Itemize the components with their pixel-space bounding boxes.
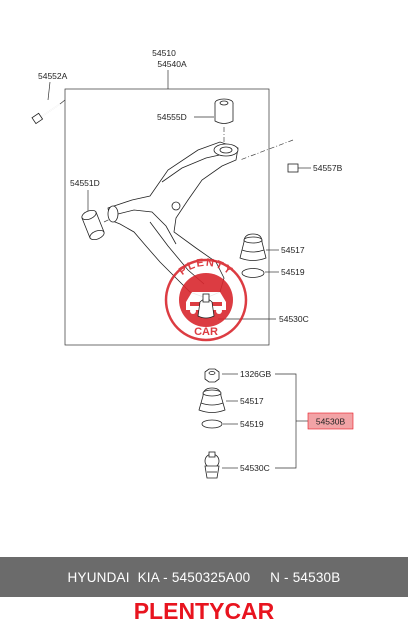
left-bushing-icon: [81, 209, 105, 241]
bolt-left-icon: [31, 103, 61, 125]
svg-text:CAR: CAR: [194, 326, 218, 338]
label-1326gb: 1326GB: [240, 369, 272, 379]
nut-icon: [204, 368, 220, 383]
footer-bar: HYUNDAI KIA - 5450325A00 N - 54530B: [0, 557, 408, 597]
label-54530c-lower: 54530C: [240, 463, 270, 473]
dust-boot-lower-icon: [198, 387, 226, 413]
ring-upper-icon: [241, 268, 265, 278]
part-number-caption: HYUNDAI KIA - 5450325A00 N - 54530B: [67, 569, 341, 585]
brand-name: PLENTYCAR: [133, 598, 275, 624]
ring-lower-icon: [201, 419, 223, 429]
label-54517-upper: 54517: [281, 245, 305, 255]
label-54519-upper: 54519: [281, 267, 305, 277]
label-54530c-upper: 54530C: [279, 314, 309, 324]
ball-joint-upper-icon: [197, 293, 215, 319]
dust-boot-upper-icon: [239, 233, 267, 261]
label-54551d: 54551D: [70, 178, 100, 188]
kit-highlight-box: [307, 412, 354, 430]
control-arm-icon: [107, 141, 239, 299]
label-54540a: 54540A: [157, 59, 187, 69]
label-54557b: 54557B: [313, 163, 343, 173]
assembly-box: [64, 88, 270, 346]
label-54510: 54510: [152, 48, 176, 58]
label-54517-lower: 54517: [240, 396, 264, 406]
ball-joint-lower-icon: [204, 451, 220, 479]
upper-bushing-icon: [214, 98, 234, 124]
label-54552a: 54552A: [38, 71, 68, 81]
bolt-right-icon: [287, 145, 299, 173]
parts-diagram: 54510 54540A 54552A 54555D 54557B 54551D: [31, 48, 354, 479]
label-54555d: 54555D: [157, 112, 187, 122]
label-54530b: 54530B: [316, 417, 346, 427]
label-54519-lower: 54519: [240, 419, 264, 429]
